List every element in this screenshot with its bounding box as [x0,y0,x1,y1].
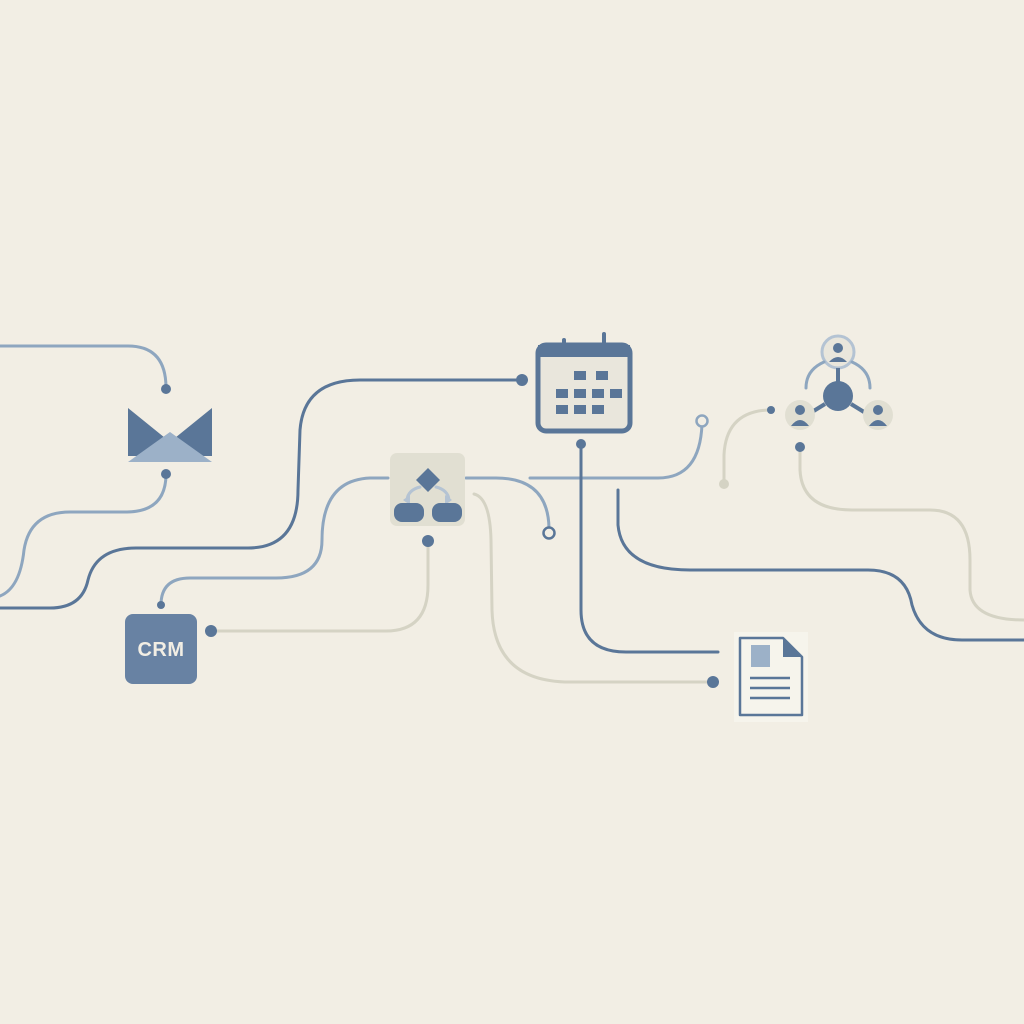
connector-workflow-to-team-link [528,422,704,480]
dot-document-left [707,676,719,688]
connector-team-to-right [798,448,1024,622]
connector-hub-to-right [616,488,1024,642]
connector-workflow-to-dot [464,476,551,530]
document-icon [734,632,808,722]
connector-calendar-to-document [579,444,720,654]
crm-node: CRM [125,614,197,684]
connector-workflow-to-document [472,492,712,684]
envelope-icon [128,408,212,462]
connector-left-to-calendar [0,378,524,610]
connector-left-to-email [0,344,168,390]
dot-calendar-left [516,374,528,386]
connectors [0,344,1024,684]
workflow-hub-icon [390,453,465,526]
dot-calendar-bottom [576,439,586,449]
dot-team-left [767,406,775,414]
connector-to-team [722,408,770,486]
connector-crm-to-workflow [159,476,390,607]
dot-link-open [695,414,709,428]
team-network-icon [785,334,893,430]
connector-crm-to-workflow-bottom [210,544,430,633]
connector-email-to-left [0,472,168,598]
dot-crm-right [205,625,217,637]
dot-workflow-bottom [422,535,434,547]
dot-team-bottom [795,442,805,452]
connector-dots [157,374,805,688]
crm-label: CRM [137,639,184,661]
dot-crm-top [157,601,165,609]
dot-beige-end [719,479,729,489]
calendar-icon [535,332,633,434]
dot-workflow-right-open [542,526,556,540]
dot-email-top [161,384,171,394]
dot-email-bottom [161,469,171,479]
